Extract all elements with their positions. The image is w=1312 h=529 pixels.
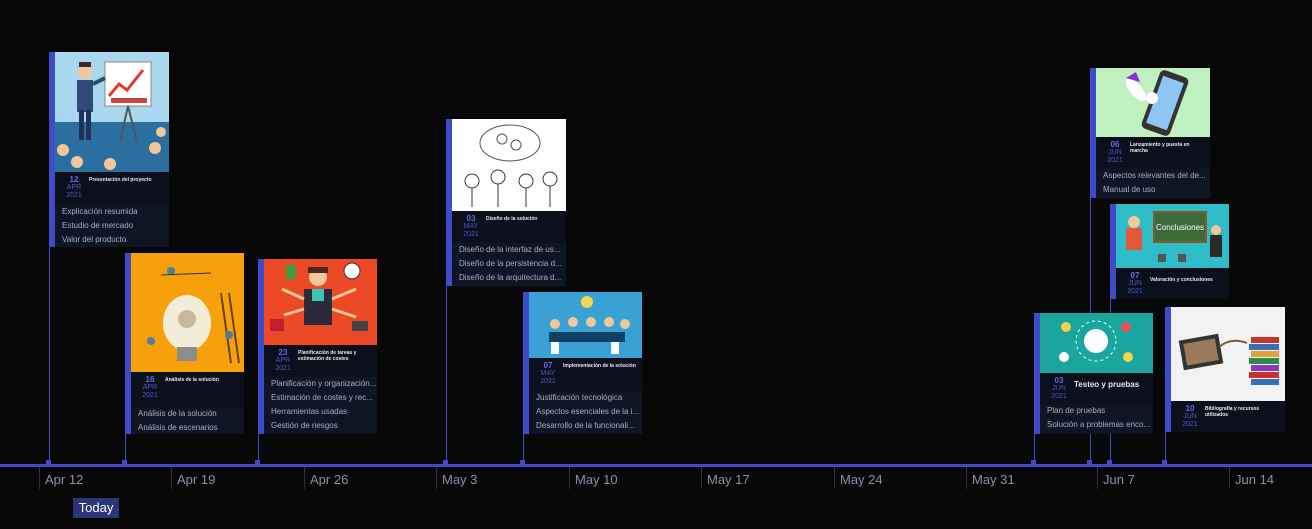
event-marker[interactable] (1087, 460, 1092, 465)
axis-tick (966, 467, 967, 489)
axis-tick (834, 467, 835, 489)
event-marker[interactable] (255, 460, 260, 465)
axis-label: May 31 (972, 472, 1015, 487)
event-item[interactable]: Estudio de mercado (62, 221, 134, 230)
axis-tick (436, 467, 437, 489)
event-title: Testeo y pruebas (1074, 380, 1140, 389)
testing-image (1040, 313, 1153, 373)
event-title: Implementación de la solución (563, 363, 636, 369)
event-marker[interactable] (1162, 460, 1167, 465)
event-item[interactable]: Análisis de escenarios (138, 423, 218, 432)
presentation-image (55, 52, 169, 172)
event-item[interactable]: Valor del producto (62, 235, 127, 244)
bibliography-image (1171, 307, 1285, 401)
event-title: Análisis de la solución (165, 377, 219, 383)
event-title: Valoración y conclusiones (1150, 277, 1213, 283)
event-connector (1090, 68, 1091, 467)
event-item[interactable]: Plan de pruebas (1047, 406, 1106, 415)
event-item[interactable]: Manual de uso (1103, 185, 1156, 194)
conclusions-board-text: Conclusiones (1156, 223, 1204, 232)
event-marker[interactable] (46, 460, 51, 465)
event-title: Planificación de tareas y estimación de … (298, 350, 357, 362)
axis-label: May 3 (442, 472, 478, 487)
event-item[interactable]: Herramientas usadas (271, 407, 348, 416)
axis-label: Jun 14 (1235, 472, 1275, 487)
axis-label: Apr 12 (45, 472, 84, 487)
event-item[interactable]: Solución a problemas enco... (1047, 420, 1151, 429)
event-marker[interactable] (1107, 460, 1112, 465)
event-title: Lanzamiento y puesta en marcha (1130, 142, 1190, 154)
axis-tick (39, 467, 40, 489)
axis-label: Apr 26 (310, 472, 349, 487)
event-item[interactable]: Diseño de la arquitectura d... (459, 273, 562, 282)
axis-label: Apr 19 (177, 472, 216, 487)
event-item[interactable]: Justificación tecnológica (536, 393, 623, 402)
event-item[interactable]: Aspectos esenciales de la i... (536, 407, 640, 416)
event-title: Diseño de la solución (486, 216, 538, 222)
event-item[interactable]: Diseño de la persistencia d... (459, 259, 562, 268)
axis-tick (701, 467, 702, 489)
axis-tick (1229, 467, 1230, 489)
event-item[interactable]: Estimación de costes y rec... (271, 393, 373, 402)
event-marker[interactable] (443, 460, 448, 465)
axis-tick (1097, 467, 1098, 489)
axis-tick (569, 467, 570, 489)
axis-label: May 10 (575, 472, 618, 487)
event-item[interactable]: Desarrollo de la funcionali... (536, 421, 635, 430)
implementation-image (529, 292, 642, 358)
event-item[interactable]: Gestión de riesgos (271, 421, 338, 430)
analysis-image (131, 253, 244, 372)
event-item[interactable]: Diseño de la interfaz de us... (459, 245, 561, 254)
axis-label: Jun 7 (1103, 472, 1135, 487)
axis-tick (304, 467, 305, 489)
conclusions-image: Conclusiones (1116, 204, 1229, 268)
timeline-axis (0, 464, 1312, 467)
event-marker[interactable] (1031, 460, 1036, 465)
event-title: Presentación del proyecto (89, 177, 152, 183)
event-marker[interactable] (520, 460, 525, 465)
today-button[interactable]: Today (73, 498, 119, 518)
axis-label: May 24 (840, 472, 883, 487)
planning-image (264, 259, 377, 345)
event-item[interactable]: Planificación y organización... (271, 379, 377, 388)
event-item[interactable]: Análisis de la solución (138, 409, 217, 418)
design-image (452, 119, 566, 211)
axis-tick (171, 467, 172, 489)
event-item[interactable]: Explicación resumida (62, 207, 138, 216)
launch-image (1096, 68, 1210, 137)
event-marker[interactable] (122, 460, 127, 465)
axis-label: May 17 (707, 472, 750, 487)
event-connector (49, 52, 50, 467)
event-connector (446, 119, 447, 467)
event-item[interactable]: Aspectos relevantes del de... (1103, 171, 1206, 180)
event-title: Bibliografía y recursos utilizados (1205, 406, 1260, 418)
